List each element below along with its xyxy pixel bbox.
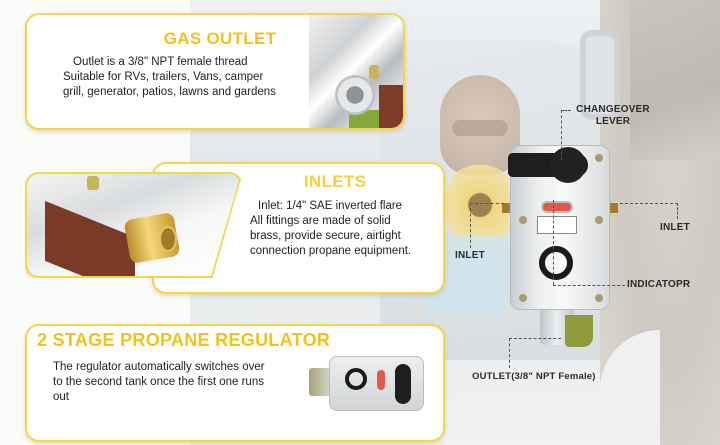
leader-line-inlet-right-v — [677, 203, 678, 219]
leader-line-inlet-right-h — [620, 203, 678, 204]
bolt-icon — [595, 154, 603, 162]
callout-outlet: OUTLET(3/8" NPT Female) — [472, 371, 596, 382]
bolt-icon — [519, 294, 527, 302]
black-o-ring — [539, 246, 573, 280]
outlet-nut — [335, 75, 375, 115]
callout-changeover-lever: CHANGEOVER LEVER — [572, 104, 654, 128]
regulator-line-1: The regulator automatically switches ove… — [53, 361, 265, 373]
card-inlets-text: Inlet: 1/4" SAE inverted flare All fitti… — [250, 199, 450, 259]
model-label-sticker — [537, 216, 577, 234]
leader-line-outlet-h — [509, 338, 561, 339]
background-sunglasses — [452, 120, 508, 136]
gas-outlet-closeup-photo — [309, 15, 403, 128]
leader-line-inlet-left-v — [470, 203, 471, 248]
inlet-closeup-photo — [27, 174, 241, 276]
regulator-line-3: out — [53, 391, 69, 403]
gas-outlet-line-3: grill, generator, patios, lawns and gard… — [63, 86, 276, 98]
regulator-line-2: to the second tank once the first one ru… — [53, 376, 264, 388]
card-gas-outlet-title: GAS OUTLET — [163, 29, 277, 48]
card-regulator: 2 STAGE PROPANE REGULATOR The regulator … — [25, 324, 445, 442]
leader-line-indicator-v — [553, 200, 554, 285]
leader-line-changeover-h — [561, 110, 571, 111]
bolt-icon — [595, 294, 603, 302]
brass-inlet-opening — [159, 226, 177, 252]
regulator-image — [502, 145, 618, 347]
red-indicator — [541, 201, 573, 213]
card-regulator-text: The regulator automatically switches ove… — [53, 360, 313, 405]
regulator-side-photo — [309, 356, 434, 411]
leader-line-changeover — [561, 110, 562, 160]
changeover-lever-knob — [550, 147, 586, 183]
mounting-bracket — [565, 315, 593, 347]
bracket-brown — [379, 85, 403, 128]
callout-changeover-line1: CHANGEOVER — [576, 104, 650, 115]
mini-changeover-lever — [395, 364, 411, 404]
inlet-fitting-right — [610, 203, 618, 213]
leader-line-outlet-v — [509, 338, 510, 368]
mini-red-indicator — [377, 370, 385, 390]
card-inlets-title: INLETS — [304, 172, 367, 191]
bracket-brown — [45, 200, 135, 276]
gas-outlet-line-2: Suitable for RVs, trailers, Vans, camper — [63, 71, 264, 83]
card-gas-outlet: GAS OUTLET Outlet is a 3/8" NPT female t… — [25, 13, 405, 130]
bolt-icon — [519, 216, 527, 224]
inlet-fitting-left — [502, 203, 510, 213]
callout-inlet-left: INLET — [455, 250, 485, 261]
background-hillside-top — [630, 0, 720, 160]
card-regulator-title: 2 STAGE PROPANE REGULATOR — [37, 330, 331, 350]
inlets-line-1: Inlet: 1/4" SAE inverted flare — [258, 200, 403, 212]
inlets-line-4: connection propane equipment. — [250, 245, 412, 257]
brass-bolt — [369, 65, 379, 79]
bolt-icon — [595, 216, 603, 224]
leader-line-inlet-left-h — [470, 203, 504, 204]
leader-line-indicator-h — [553, 285, 625, 286]
brass-bolt — [87, 176, 99, 190]
callout-indicator: INDICATOPR — [627, 279, 691, 290]
callout-changeover-line2: LEVER — [595, 116, 631, 127]
card-gas-outlet-text: Outlet is a 3/8" NPT female thread Suita… — [63, 55, 333, 100]
mini-o-ring — [345, 368, 367, 390]
card-inlets-photo-frame — [25, 172, 243, 278]
gas-outlet-line-1: Outlet is a 3/8" NPT female thread — [73, 56, 248, 68]
background-side-mirror — [580, 30, 620, 120]
inlets-line-3: brass, provide secure, airtight — [250, 230, 401, 242]
callout-inlet-right: INLET — [660, 222, 690, 233]
inlets-line-2: All fittings are made of solid — [250, 215, 391, 227]
